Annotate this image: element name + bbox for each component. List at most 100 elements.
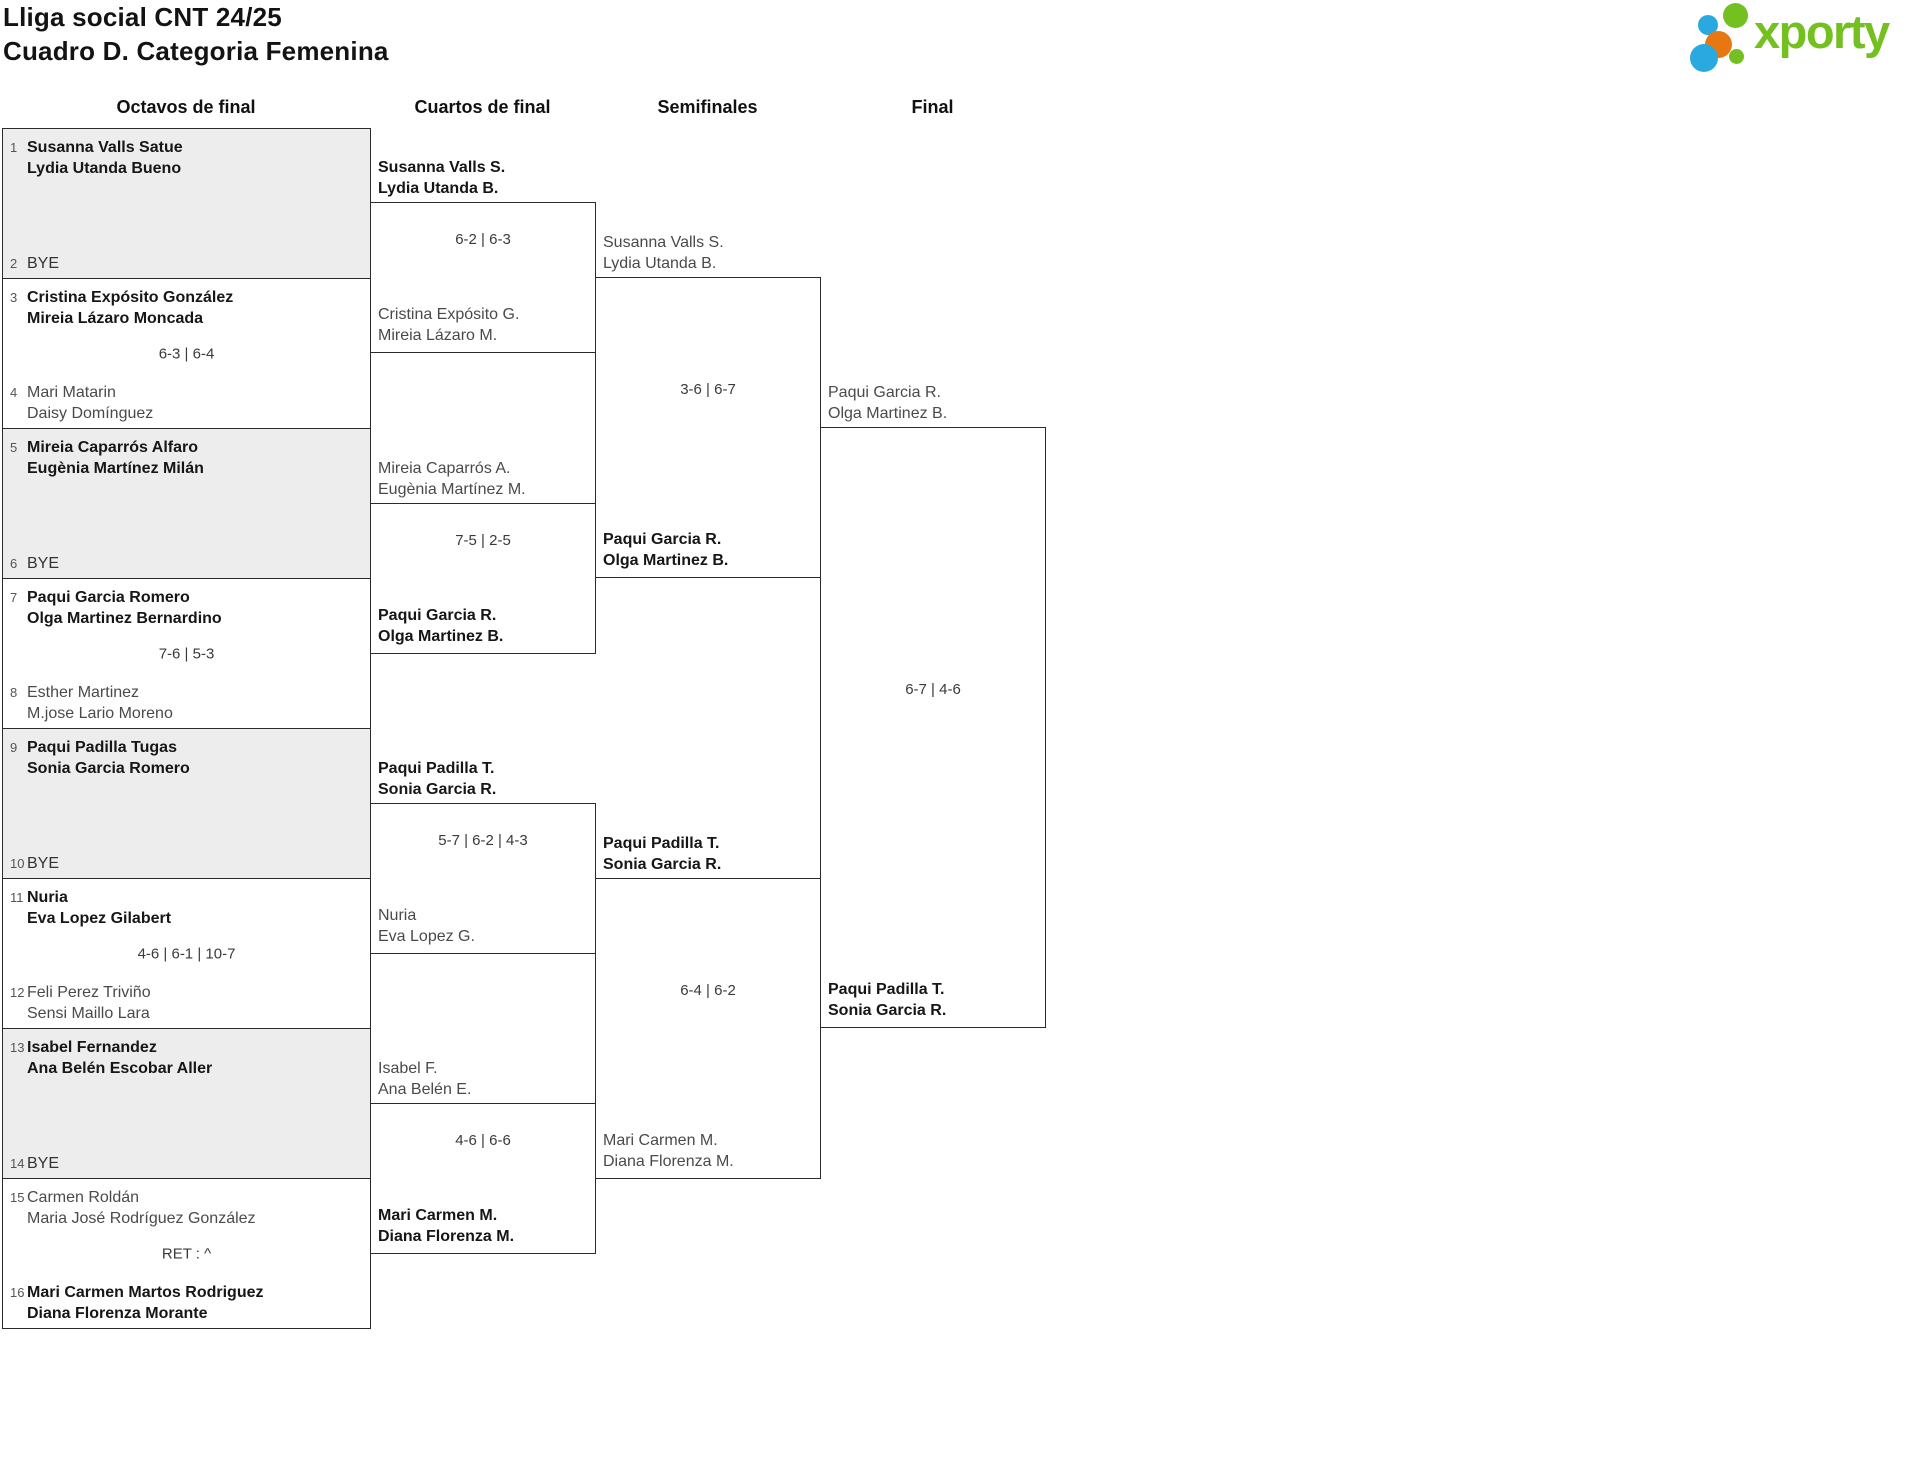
team-slot: 1 Susanna Valls Satue Lydia Utanda Bueno [10,137,364,179]
player-name: Paqui Garcia R. [378,607,497,624]
player-name: Eugènia Martínez Milán [27,460,204,477]
sf-top-team: Paqui Padilla T. Sonia Garcia R. [603,833,1040,875]
match-score: 6-2 | 6-3 [455,230,511,248]
player-name: Eugènia Martínez M. [378,481,526,498]
seed-number: 14 [10,1156,25,1171]
player-name: Paqui Garcia R. [603,531,722,548]
player-name: Carmen Roldán [27,1189,140,1206]
player-name: Cristina Expósito G. [378,306,520,323]
player-name: Olga Martinez B. [378,628,504,645]
round-header-final: Final [911,97,954,117]
team-names: BYE [27,853,59,874]
player-name: Eva Lopez G. [378,928,475,945]
player-name: Sonia Garcia Romero [27,760,190,777]
player-name: Mireia Lázaro M. [378,327,498,344]
player-name: Cristina Expósito González [27,289,234,306]
player-name: Susanna Valls Satue [27,139,183,156]
seed-number: 6 [10,556,18,571]
final-match: Paqui Garcia R. Olga Martinez B. 6-7 | 4… [820,384,1046,1028]
player-name: Lydia Utanda B. [603,255,717,272]
player-name: BYE [27,255,60,272]
player-name: Mireia Caparrós A. [378,460,511,477]
qf-match-4: Isabel F. Ana Belén E. 4-6 | 6-6 Mari Ca… [370,1060,596,1254]
match-score: 5-7 | 6-2 | 4-3 [438,831,528,849]
player-name: Esther Martinez [27,684,140,701]
seed-number: 15 [10,1190,25,1205]
team-slot: 11 Nuria Eva Lopez Gilabert [10,887,364,929]
round-header-cuartos: Cuartos de final [414,97,551,117]
xporty-logo[interactable]: xporty [1690,0,1918,76]
player-name: Mari Carmen M. [378,1207,498,1224]
seed-number: 3 [10,290,18,305]
final-bottom-team: Paqui Padilla T. Sonia Garcia R. [828,979,1041,1021]
team-slot: 6 BYE [10,553,364,574]
team-names: Isabel Fernandez Ana Belén Escobar Aller [27,1037,212,1079]
seed-number: 5 [10,440,18,455]
player-name: Susanna Valls S. [378,159,506,176]
team-names: Paqui Garcia Romero Olga Martinez Bernar… [27,587,222,629]
player-name: Susanna Valls S. [603,234,724,251]
player-name: Diana Florenza Morante [27,1305,208,1322]
player-name: Lydia Utanda B. [378,180,499,197]
player-name: Paqui Padilla T. [828,981,945,998]
seed-number: 13 [10,1040,25,1055]
player-name: Sensi Maillo Lara [27,1005,150,1022]
qf-top-team: Mireia Caparrós A. Eugènia Martínez M. [378,458,815,500]
qf-match-3: Paqui Padilla T. Sonia Garcia R. 5-7 | 6… [370,760,596,954]
team-slot: 5 Mireia Caparrós Alfaro Eugènia Martíne… [10,437,364,479]
logo-dot-icon [1690,44,1718,72]
seed-number: 12 [10,985,25,1000]
player-name: Mari Carmen M. [603,1132,718,1149]
match-score: 6-3 | 6-4 [158,345,215,362]
player-name: Lydia Utanda Bueno [27,160,182,177]
seed-number: 2 [10,256,18,271]
bracket-name: Cuadro D. Categoria Femenina [3,36,389,66]
qf-match-2: Mireia Caparrós A. Eugènia Martínez M. 7… [370,460,596,654]
r16-match-2: 3 Cristina Expósito González Mireia Láza… [2,278,371,429]
team-slot: 2 BYE [10,253,364,274]
team-slot: 3 Cristina Expósito González Mireia Láza… [10,287,364,329]
seed-number: 8 [10,685,18,700]
seed-number: 9 [10,740,18,755]
sf-top-team: Susanna Valls S. Lydia Utanda B. [603,232,1040,274]
sf-match-1: Susanna Valls S. Lydia Utanda B. 3-6 | 6… [595,234,821,578]
team-slot: 10 BYE [10,853,364,874]
team-names: Mari Matarin Daisy Domínguez [27,382,153,424]
qf-top-team: Susanna Valls S. Lydia Utanda B. [378,157,815,199]
player-name: Ana Belén E. [378,1081,472,1098]
logo-dot-icon [1698,15,1718,35]
player-name: Paqui Padilla Tugas [27,739,177,756]
qf-bottom-team: Paqui Garcia R. Olga Martinez B. [378,605,591,647]
match-score: 7-6 | 5-3 [158,645,215,662]
match-score: 7-5 | 2-5 [455,531,511,549]
player-name: Mari Matarin [27,384,116,401]
qf-bottom-team: Nuria Eva Lopez G. [378,905,591,947]
match-score: 6-4 | 6-2 [680,981,736,999]
team-slot: 8 Esther Martinez M.jose Lario Moreno [10,682,364,724]
player-name: Nuria [27,889,68,906]
player-name: Sonia Garcia R. [378,781,497,798]
match-score: 4-6 | 6-1 | 10-7 [137,945,236,962]
team-names: Paqui Padilla Tugas Sonia Garcia Romero [27,737,190,779]
logo-wordmark: xporty [1754,5,1890,58]
page-title: Lliga social CNT 24/25 Cuadro D. Categor… [3,0,389,68]
player-name: Daisy Domínguez [27,405,154,422]
team-names: Cristina Expósito González Mireia Lázaro… [27,287,233,329]
team-names: Esther Martinez M.jose Lario Moreno [27,682,173,724]
player-name: M.jose Lario Moreno [27,705,173,722]
seed-number: 16 [10,1285,25,1300]
team-slot: 16 Mari Carmen Martos Rodriguez Diana Fl… [10,1282,364,1324]
qf-bottom-team: Mari Carmen M. Diana Florenza M. [378,1205,591,1247]
player-name: Olga Martinez B. [603,552,729,569]
team-names: Mireia Caparrós Alfaro Eugènia Martínez … [27,437,204,479]
player-name: Isabel Fernandez [27,1039,157,1056]
final-top-team: Paqui Garcia R. Olga Martinez B. [828,382,1265,424]
team-names: BYE [27,253,59,274]
seed-number: 7 [10,590,18,605]
seed-number: 4 [10,385,18,400]
player-name: Diana Florenza M. [603,1153,734,1170]
player-name: Feli Perez Triviño [27,984,151,1001]
player-name: Eva Lopez Gilabert [27,910,172,927]
seed-number: 1 [10,140,18,155]
team-names: Nuria Eva Lopez Gilabert [27,887,171,929]
